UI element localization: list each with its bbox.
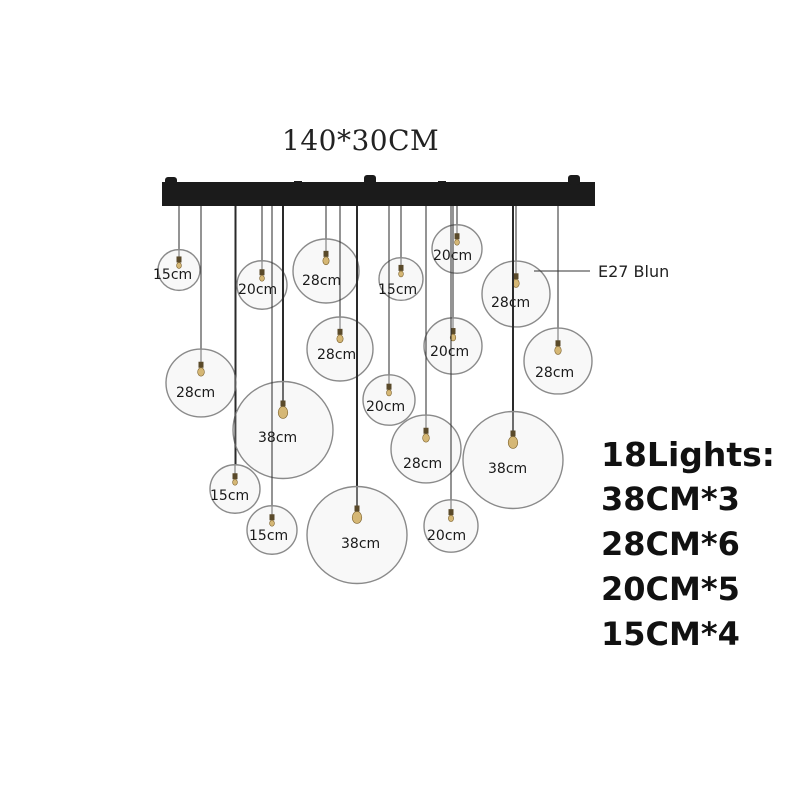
glass-disc: [431, 224, 483, 274]
pendant-globe: 28cm: [390, 206, 462, 484]
socket-callout: E27 Blun: [598, 262, 670, 281]
glass-disc: [246, 505, 298, 555]
bulb-icon: [554, 346, 562, 355]
pendant-globe: 28cm: [292, 206, 360, 304]
pendant-globes: 15cm 20cm 28cm 15cm 20cm 28cm 28cm 20cm 28cm 28cm…: [153, 206, 593, 585]
globe-size-label: 28cm: [302, 273, 341, 289]
summary-line-28: 28CM*6: [601, 525, 740, 563]
pendant-globe: 38cm: [306, 206, 408, 585]
bulb-socket: [269, 514, 275, 521]
globe-size-label: 15cm: [249, 528, 288, 544]
bulb-icon: [259, 274, 265, 282]
summary-heading: 18Lights:: [601, 435, 775, 474]
bulb-icon: [269, 519, 275, 527]
pendant-globe: 20cm: [236, 206, 288, 310]
glass-disc: [423, 317, 483, 375]
glass-disc: [481, 260, 551, 328]
globe-size-label: 20cm: [366, 399, 405, 415]
bulb-icon: [322, 256, 330, 266]
bulb-icon: [336, 334, 344, 344]
light-count-summary: 18Lights: 38CM*3 28CM*6 20CM*5 15CM*4: [601, 432, 775, 657]
globe-size-label: 38cm: [258, 430, 297, 446]
globe-size-label: 28cm: [491, 295, 530, 311]
globe-size-label: 15cm: [378, 282, 417, 298]
summary-line-15: 15CM*4: [601, 615, 740, 653]
glass-disc: [236, 260, 288, 310]
pendant-globe: 28cm: [165, 206, 237, 418]
bulb-icon: [232, 478, 238, 486]
bulb-socket: [323, 250, 329, 257]
bulb-socket: [555, 340, 561, 347]
globe-size-label: 28cm: [535, 365, 574, 381]
pendant-globe: 15cm: [209, 206, 261, 514]
bulb-socket: [510, 430, 516, 437]
bulb-socket: [450, 328, 456, 335]
bulb-socket: [513, 273, 519, 280]
bulb-icon: [176, 262, 182, 269]
bulb-socket: [198, 361, 204, 368]
bulb-socket: [354, 505, 360, 512]
pendant-globe: 38cm: [462, 206, 564, 510]
bulb-socket: [176, 256, 182, 263]
glass-disc: [165, 348, 237, 418]
bulb-socket: [448, 509, 454, 516]
pendant-globe: 38cm: [232, 206, 334, 480]
bulb-socket: [337, 328, 343, 335]
pendant-globe: 20cm: [431, 206, 483, 274]
bulb-icon: [398, 270, 404, 278]
globe-size-label: 15cm: [210, 488, 249, 504]
globe-size-label: 20cm: [238, 282, 277, 298]
bulb-icon: [386, 389, 392, 397]
globe-size-label: 20cm: [427, 528, 466, 544]
glass-disc: [462, 410, 564, 510]
canopy-bar: [162, 175, 595, 206]
glass-disc: [292, 238, 360, 304]
summary-line-20: 20CM*5: [601, 570, 740, 608]
bulb-socket: [259, 269, 265, 276]
glass-disc: [378, 256, 424, 302]
pendant-globe: 20cm: [423, 206, 479, 553]
glass-disc: [157, 248, 201, 292]
globe-size-label: 28cm: [317, 347, 356, 363]
pendant-globe: 20cm: [423, 206, 483, 375]
bulb-icon: [197, 367, 205, 377]
pendant-globe: 15cm: [246, 206, 298, 555]
bulb-socket: [232, 473, 238, 480]
bulb-socket: [398, 264, 404, 271]
summary-line-38: 38CM*3: [601, 480, 740, 518]
bulb-icon: [454, 238, 460, 246]
bulb-socket: [454, 233, 460, 240]
dimension-label: 140*30CM: [282, 124, 440, 157]
globe-size-label: 38cm: [341, 536, 380, 552]
glass-disc: [232, 380, 334, 480]
bulb-icon: [507, 436, 519, 449]
globe-size-label: 28cm: [176, 385, 215, 401]
globe-size-label: 15cm: [153, 267, 192, 283]
globe-size-label: 38cm: [488, 461, 527, 477]
pendant-globe: 15cm: [378, 206, 424, 302]
bulb-socket: [280, 400, 286, 407]
bulb-icon: [351, 511, 363, 524]
pendant-globe: 28cm: [523, 206, 593, 395]
glass-disc: [390, 414, 462, 484]
globe-size-label: 20cm: [430, 344, 469, 360]
bulb-icon: [422, 433, 430, 443]
bulb-socket: [386, 383, 392, 390]
glass-disc: [523, 327, 593, 395]
bulb-icon: [448, 514, 454, 522]
glass-disc: [209, 464, 261, 514]
pendant-globe: 28cm: [481, 206, 551, 328]
bulb-icon: [449, 333, 457, 342]
glass-disc: [423, 499, 479, 553]
glass-disc: [306, 485, 408, 585]
pendant-globe: 15cm: [153, 206, 201, 292]
bulb-icon: [277, 406, 289, 419]
pendant-globe: 20cm: [362, 206, 416, 426]
bulb-socket: [423, 427, 429, 434]
glass-disc: [362, 374, 416, 426]
globe-size-label: 28cm: [403, 456, 442, 472]
